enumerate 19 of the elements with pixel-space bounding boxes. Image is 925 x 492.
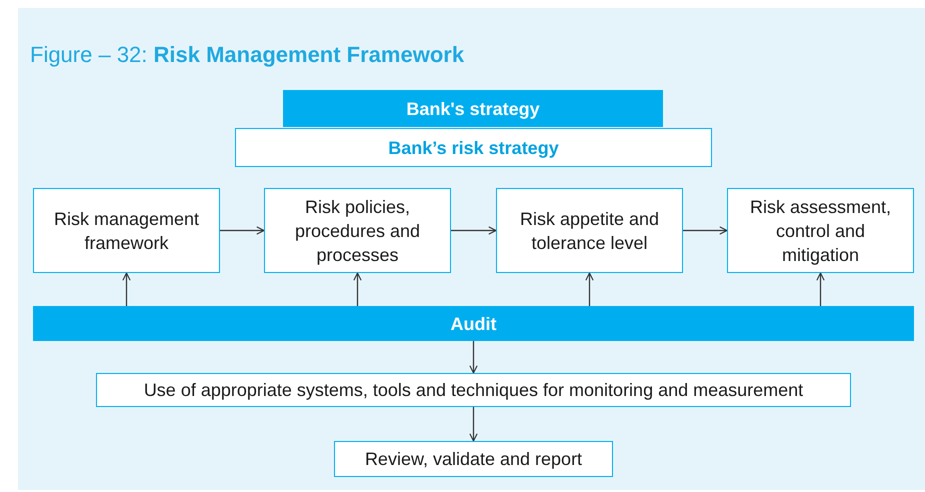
process-box: Risk policies, procedures and processes	[264, 188, 451, 273]
arrow	[683, 226, 728, 235]
banner-box: Audit	[33, 306, 914, 341]
arrow	[816, 272, 825, 306]
figure-title: Figure – 32: Risk Management Framework	[30, 41, 464, 69]
arrow	[469, 407, 478, 442]
arrow	[220, 226, 265, 235]
process-box: Use of appropriate systems, tools and techniques for monitoring and measurement	[96, 373, 851, 407]
arrow	[469, 341, 478, 374]
arrow	[585, 272, 594, 306]
banner-box: Bank's strategy	[283, 90, 663, 127]
process-box: Bank’s risk strategy	[235, 128, 712, 167]
process-box: Risk appetite and tolerance level	[496, 188, 683, 273]
arrow	[122, 272, 131, 306]
process-box: Risk assessment, control and mitigation	[727, 188, 914, 273]
arrow	[353, 272, 362, 306]
arrow	[451, 226, 497, 235]
process-box: Review, validate and report	[334, 441, 613, 477]
process-box: Risk management framework	[33, 188, 220, 273]
